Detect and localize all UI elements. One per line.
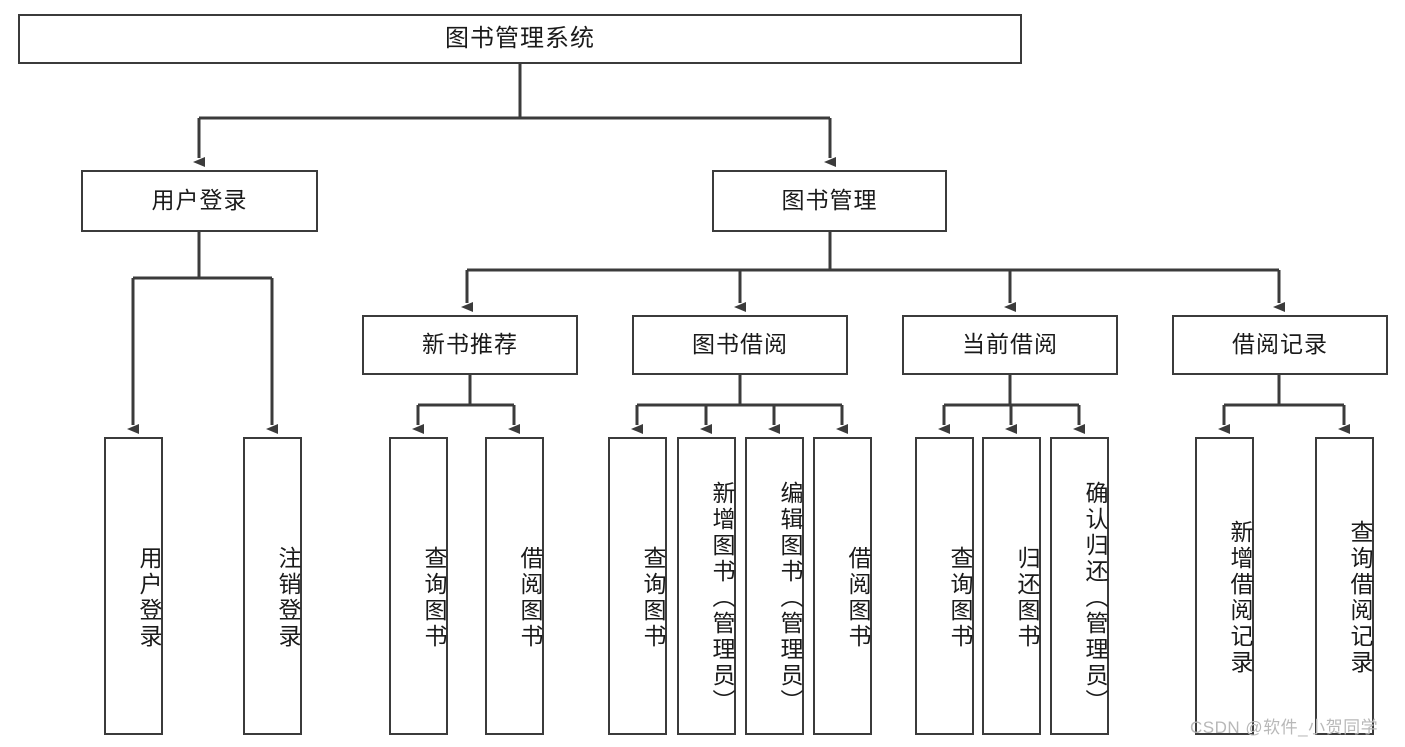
csdn-watermark: CSDN @软件_小贺同学 xyxy=(1190,718,1379,737)
leaf-edit-book-admin[interactable]: 编辑图书（管理员） xyxy=(745,437,804,735)
leaf-user-login[interactable]: 用户登录 xyxy=(104,437,163,735)
node-new-book-recommend[interactable]: 新书推荐 xyxy=(362,315,578,375)
node-user-login[interactable]: 用户登录 xyxy=(81,170,318,232)
leaf-query-book-borrow[interactable]: 查询图书 xyxy=(608,437,667,735)
leaf-add-book-admin[interactable]: 新增图书（管理员） xyxy=(677,437,736,735)
leaf-logout[interactable]: 注销登录 xyxy=(243,437,302,735)
leaf-borrow-book-recommend[interactable]: 借阅图书 xyxy=(485,437,544,735)
node-book-manage[interactable]: 图书管理 xyxy=(712,170,947,232)
leaf-query-book-recommend[interactable]: 查询图书 xyxy=(389,437,448,735)
leaf-add-borrow-record[interactable]: 新增借阅记录 xyxy=(1195,437,1254,735)
leaf-query-borrow-record[interactable]: 查询借阅记录 xyxy=(1315,437,1374,735)
leaf-borrow-book[interactable]: 借阅图书 xyxy=(813,437,872,735)
node-borrow-record[interactable]: 借阅记录 xyxy=(1172,315,1388,375)
leaf-query-book-current[interactable]: 查询图书 xyxy=(915,437,974,735)
node-current-borrow[interactable]: 当前借阅 xyxy=(902,315,1118,375)
node-root-system[interactable]: 图书管理系统 xyxy=(18,14,1022,64)
leaf-confirm-return-admin[interactable]: 确认归还（管理员） xyxy=(1050,437,1109,735)
node-book-borrow[interactable]: 图书借阅 xyxy=(632,315,848,375)
leaf-return-book[interactable]: 归还图书 xyxy=(982,437,1041,735)
